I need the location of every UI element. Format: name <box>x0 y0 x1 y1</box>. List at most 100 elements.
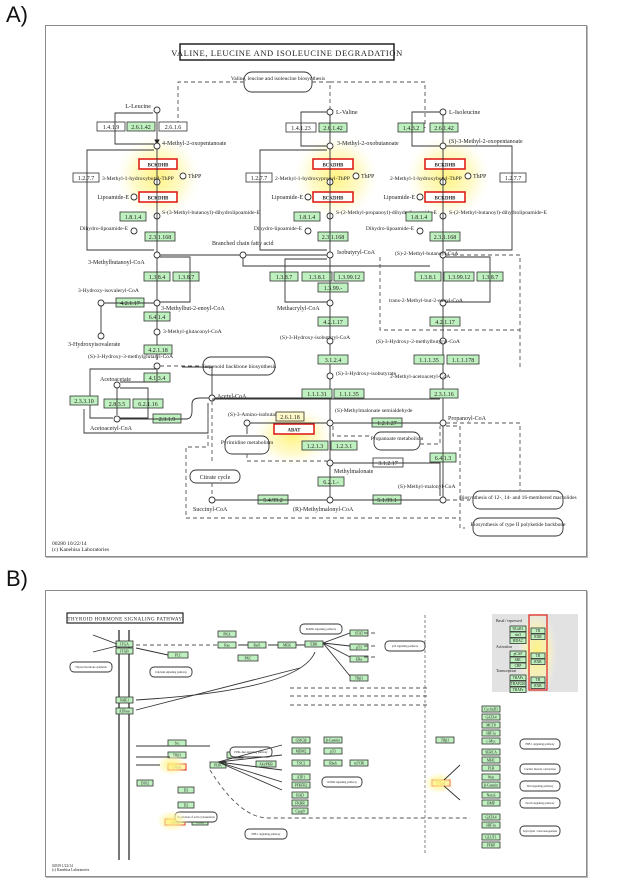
compound-dihydrolipoamide[interactable] <box>416 227 424 235</box>
compound-methylbutenoyl[interactable] <box>153 299 161 307</box>
gene-box[interactable] <box>481 737 501 745</box>
gene-box[interactable] <box>481 756 501 764</box>
gene-box[interactable] <box>349 643 369 651</box>
ec-box[interactable] <box>317 476 345 487</box>
compound-lipoamide[interactable] <box>304 193 312 201</box>
ec-box[interactable] <box>317 231 349 242</box>
ec-box[interactable] <box>499 172 527 183</box>
gene-box[interactable] <box>509 680 527 687</box>
gene-box[interactable] <box>530 633 546 640</box>
ec-box[interactable] <box>317 354 349 365</box>
map-box[interactable] <box>519 738 561 750</box>
compound-oxopentanoate[interactable] <box>153 142 161 150</box>
ec-box[interactable] <box>115 297 145 308</box>
map-box[interactable] <box>149 666 193 678</box>
ec-box[interactable] <box>293 211 321 222</box>
map-box[interactable] <box>519 825 561 837</box>
compound-acetyl-coa[interactable] <box>208 394 216 402</box>
compound-isoleucine[interactable] <box>439 108 447 116</box>
gene-box[interactable] <box>349 759 369 767</box>
map-propanoate[interactable] <box>373 431 421 451</box>
ec-box[interactable] <box>429 231 461 242</box>
ec-box[interactable] <box>301 388 333 399</box>
compound-semialdehyde[interactable] <box>326 419 334 427</box>
ec-box[interactable] <box>397 122 425 133</box>
ec-box[interactable] <box>429 122 459 133</box>
ec-box[interactable] <box>301 440 329 451</box>
gene-box[interactable] <box>304 640 324 648</box>
ec-box[interactable] <box>96 121 126 132</box>
gene-box[interactable] <box>115 696 134 704</box>
map-citrate[interactable] <box>189 469 241 484</box>
ec-box[interactable] <box>443 271 475 282</box>
gene-box[interactable] <box>291 807 309 815</box>
compound-acetoacetyl-coa[interactable] <box>113 415 121 423</box>
ec-box[interactable] <box>144 231 176 242</box>
gene-box[interactable] <box>481 713 501 721</box>
compound-thpp[interactable] <box>464 172 472 180</box>
ec-box[interactable] <box>158 121 188 132</box>
ec-box[interactable] <box>301 271 333 282</box>
compound-lipoamide[interactable] <box>130 193 138 201</box>
compound-dihydrolipoamide[interactable] <box>130 227 138 235</box>
compound-hydroxyisovaleryl[interactable] <box>97 299 105 307</box>
gene-box[interactable] <box>323 747 343 755</box>
gene-box[interactable] <box>255 760 277 768</box>
gene-bckdhb[interactable] <box>138 158 178 170</box>
gene-box[interactable] <box>291 759 311 767</box>
map-macrolides[interactable] <box>472 490 564 510</box>
gene-box[interactable] <box>509 625 527 632</box>
ec-box[interactable] <box>119 211 147 222</box>
gene-box[interactable] <box>291 781 311 789</box>
ec-box[interactable] <box>446 354 480 365</box>
compound-valine[interactable] <box>326 108 334 116</box>
gene-box[interactable] <box>217 630 237 638</box>
gene-box[interactable] <box>349 674 369 682</box>
ec-box[interactable] <box>414 271 442 282</box>
gene-box[interactable] <box>481 721 501 729</box>
gene-box[interactable] <box>323 759 343 767</box>
ec-box[interactable] <box>143 344 173 355</box>
map-box[interactable] <box>244 828 288 840</box>
map-box[interactable] <box>519 797 561 809</box>
map-box[interactable] <box>229 746 273 758</box>
gene-box[interactable] <box>291 791 309 799</box>
gene-box[interactable] <box>481 833 501 841</box>
gene-bckdhb[interactable] <box>138 191 178 203</box>
gene-box[interactable] <box>530 627 546 634</box>
gene-box[interactable] <box>530 658 546 665</box>
map-box[interactable] <box>384 640 426 652</box>
gene-box[interactable] <box>435 736 455 744</box>
map-box[interactable] <box>299 623 343 635</box>
gene-box[interactable] <box>481 821 501 829</box>
compound-methylacetoacetyl[interactable] <box>439 372 447 380</box>
gene-box[interactable] <box>481 791 501 799</box>
gene-box[interactable] <box>509 686 527 693</box>
compound-hydroxymethylbutyryl[interactable] <box>439 337 447 345</box>
gene-box[interactable] <box>291 736 311 744</box>
ec-box[interactable] <box>333 271 365 282</box>
gene-box[interactable] <box>509 662 527 669</box>
compound-dihydrolipoamide[interactable] <box>304 227 312 235</box>
ec-box[interactable] <box>317 316 349 327</box>
gene-box[interactable] <box>481 705 501 713</box>
compound-oxopentanoate-ile[interactable] <box>439 142 447 150</box>
compound-propanoyl-coa[interactable] <box>439 419 447 427</box>
map-box[interactable] <box>321 776 363 788</box>
gene-box[interactable] <box>481 764 501 772</box>
ec-box[interactable] <box>126 121 156 132</box>
map-box[interactable] <box>519 780 561 792</box>
gene-box[interactable] <box>115 647 134 655</box>
compound-hmg[interactable] <box>153 362 161 370</box>
compound-glutaconyl[interactable] <box>153 328 161 336</box>
ec-box[interactable] <box>257 494 289 505</box>
compound-methylmalonyl-s[interactable] <box>439 496 447 504</box>
gene-box[interactable] <box>509 674 527 681</box>
ec-box[interactable] <box>245 172 273 183</box>
compound-succinyl-coa[interactable] <box>208 496 216 504</box>
compound-methylmalonate[interactable] <box>326 459 334 467</box>
gene-box[interactable] <box>530 682 546 689</box>
gene-box[interactable] <box>291 747 311 755</box>
ec-box[interactable] <box>333 388 365 399</box>
gene-bckdhb[interactable] <box>312 158 354 170</box>
